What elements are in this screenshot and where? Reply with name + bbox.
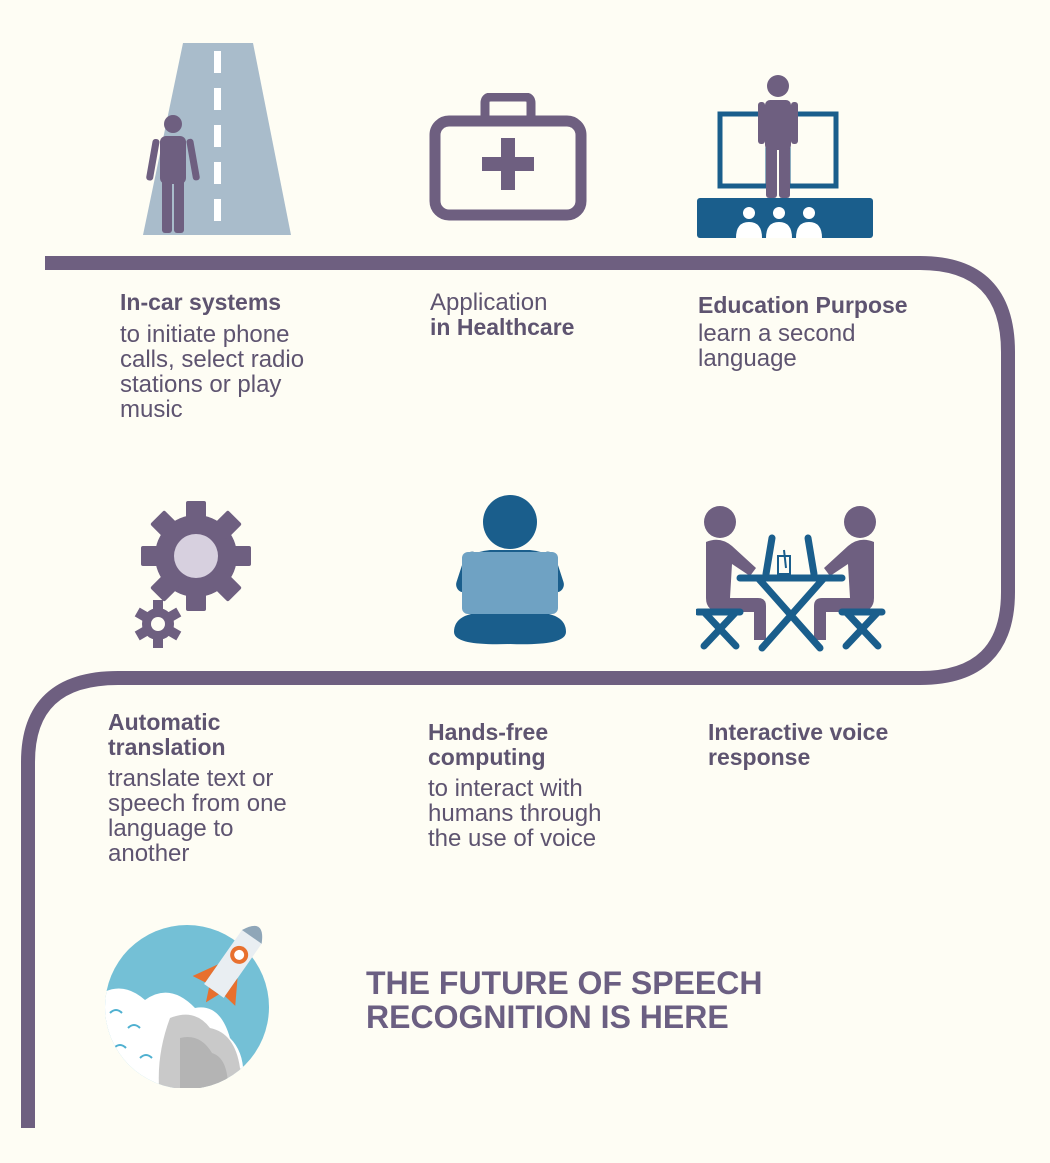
item-title: Education Purpose [698,292,908,318]
item-pre-title: Application [430,289,548,316]
headline: THE FUTURE OF SPEECH RECOGNITION IS HERE [366,965,763,1035]
gears-icon [134,501,251,648]
people-at-table-icon [696,506,886,652]
item-description: to interact with humans through the use … [428,775,602,852]
item-title: Automatic translation [108,709,226,760]
item-education: Education Purpose learn a second languag… [698,292,998,372]
item-hands-free: Hands-free computing to interact with hu… [428,719,688,852]
item-description: translate text or speech from one langua… [108,765,287,867]
item-healthcare: Application in Healthcare [430,290,690,340]
rocket-icon [105,925,269,1088]
item-title: in Healthcare [430,314,575,340]
item-description: to initiate phone calls, select radio st… [120,321,305,423]
person-laptop-icon [454,495,566,645]
item-in-car: In-car systems to initiate phone calls, … [120,289,380,423]
teacher-podium-icon [697,75,873,238]
road-person-icon [143,43,291,235]
item-title: Hands-free computing [428,719,549,770]
item-description: learn a second language [698,320,856,372]
item-title: In-car systems [120,289,282,315]
item-title: Interactive voice response [708,719,889,770]
item-translation: Automatic translation translate text or … [108,709,368,867]
medical-kit-icon [429,93,587,221]
item-ivr: Interactive voice response [708,720,1008,770]
